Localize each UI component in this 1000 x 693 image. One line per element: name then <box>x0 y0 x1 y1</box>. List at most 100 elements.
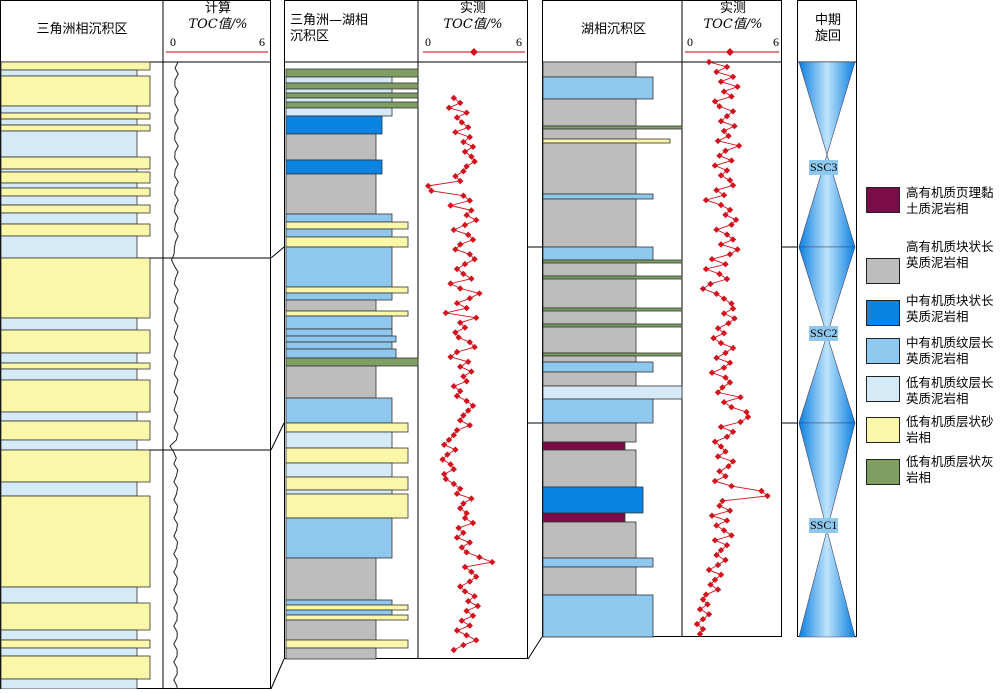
toc-deltalake-point-78 <box>442 475 449 483</box>
toc-lake-point-38 <box>734 246 741 253</box>
toc-deltalake-point-74 <box>439 456 446 463</box>
toc-lake-point-54 <box>714 325 722 332</box>
toc-deltalake-point-37 <box>468 275 475 282</box>
lake-bed-11 <box>542 262 637 277</box>
toc-deltalake-point-1 <box>457 99 464 107</box>
toc-deltalake-point-48 <box>452 329 459 336</box>
toc-deltalake-point-26 <box>461 221 469 229</box>
toc-lake-point-10 <box>729 108 737 115</box>
toc-deltalake-point-99 <box>466 578 473 585</box>
lake-bed-5 <box>542 138 671 144</box>
delta-bed-13 <box>0 195 138 206</box>
tick-m1-min: 0 <box>425 35 431 49</box>
toc-deltalake-point-41 <box>466 295 473 302</box>
toc-lake-point-43 <box>716 270 723 278</box>
toc-lake-point-40 <box>708 256 716 263</box>
measured1-axis-marker <box>470 48 478 56</box>
toc-deltalake-point-52 <box>453 348 461 356</box>
toc-deltalake-point-0 <box>450 94 457 102</box>
toc-lake-point-21 <box>711 162 719 169</box>
delta-bed-23 <box>0 368 138 381</box>
toc-deltalake-point-38 <box>447 280 454 287</box>
toc-deltalake-point-76 <box>450 466 457 473</box>
legend-label-low-org-bedded-sandstone: 低有机质层状砂岩相 <box>906 414 994 445</box>
lake-bed-13 <box>542 278 637 309</box>
toc-deltalake-point-20 <box>460 192 467 199</box>
toc-deltalake-point-3 <box>463 109 470 116</box>
lake-bed-7 <box>542 193 654 200</box>
deltalake-bed-12 <box>285 213 393 223</box>
toc-lake-point-55 <box>720 330 728 337</box>
header-measured-axis-2: TOC值/% <box>703 17 763 32</box>
tick-m1-max: 6 <box>516 35 522 49</box>
toc-deltalake-point-108 <box>466 622 473 629</box>
toc-lake-point-22 <box>723 167 731 174</box>
toc-lake-point-93 <box>723 517 731 524</box>
delta-bed-9 <box>0 168 138 173</box>
toc-deltalake-point-101 <box>461 588 469 595</box>
toc-lake-point-36 <box>729 236 737 243</box>
toc-deltalake-point-19 <box>428 187 435 194</box>
toc-deltalake-point-91 <box>466 539 473 546</box>
deltalake-bed-0 <box>285 68 419 78</box>
lake-bed-18 <box>542 352 683 357</box>
delta-bed-22 <box>0 362 151 370</box>
deltalake-bed-37 <box>285 557 377 601</box>
toc-lake-point-85 <box>711 477 719 485</box>
deltalake-bed-5 <box>285 97 393 103</box>
toc-deltalake-point-34 <box>461 260 469 268</box>
toc-lake-point-76 <box>723 433 731 441</box>
toc-deltalake-point-10 <box>469 143 477 150</box>
lake-bed-30 <box>542 557 654 568</box>
cycle-3-upper-triangle <box>798 61 856 156</box>
toc-deltalake-point-75 <box>447 461 454 468</box>
lake-bed-14 <box>542 307 683 312</box>
toc-lake-point-99 <box>717 547 725 554</box>
toc-deltalake-point-47 <box>461 324 469 331</box>
toc-deltalake-point-29 <box>469 236 477 243</box>
toc-lake-point-72 <box>744 413 752 421</box>
delta-bed-15 <box>0 212 138 225</box>
toc-lake-point-28 <box>702 196 710 204</box>
cycle-2-lower-triangle <box>798 334 856 424</box>
toc-deltalake-point-110 <box>463 632 470 639</box>
toc-deltalake-point-33 <box>471 256 478 263</box>
header-midterm-cycle: 中期 旋回 <box>800 13 856 45</box>
deltalake-bed-22 <box>285 328 393 337</box>
toc-deltalake-point-111 <box>473 637 480 644</box>
header-calc-axis: TOC值/% <box>188 17 248 32</box>
toc-lake-point-105 <box>711 576 719 583</box>
toc-lake-point-87 <box>758 487 765 495</box>
deltalake-bed-17 <box>285 286 409 294</box>
deltalake-bed-7 <box>285 107 393 117</box>
header-midterm-cycle-text: 中期 旋回 <box>814 13 841 44</box>
toc-lake-point-104 <box>717 571 725 578</box>
toc-deltalake-point-77 <box>441 470 448 478</box>
toc-deltalake-point-27 <box>450 226 457 234</box>
toc-deltalake-point-4 <box>453 114 461 121</box>
toc-lake-point-96 <box>728 532 735 539</box>
toc-lake-point-107 <box>714 586 722 593</box>
delta-bed-32 <box>0 602 151 631</box>
delta-bed-18 <box>0 257 151 319</box>
toc-lake-point-103 <box>705 566 713 574</box>
legend-swatch-high-org-laminated-clay <box>866 187 900 213</box>
delta-bed-29 <box>0 481 138 497</box>
toc-lake-point-23 <box>717 172 725 179</box>
toc-deltalake-point-6 <box>465 124 472 131</box>
toc-deltalake-point-104 <box>474 602 481 610</box>
toc-lake-point-9 <box>716 103 723 110</box>
toc-lake-point-34 <box>713 226 720 233</box>
deltalake-bed-32 <box>285 462 393 478</box>
toc-lake-point-44 <box>723 275 731 283</box>
toc-lake-point-65 <box>726 379 734 386</box>
delta-bed-14 <box>0 204 151 214</box>
toc-lake-point-47 <box>713 290 720 298</box>
toc-lake-point-77 <box>711 438 719 445</box>
legend-label-low-org-laminated-felsic: 低有机质纹层长英质泥岩相 <box>906 375 994 406</box>
deltalake-bed-42 <box>285 619 377 641</box>
cycle-label-ssc3: SSC3 <box>809 160 839 175</box>
toc-lake-point-58 <box>729 344 737 352</box>
